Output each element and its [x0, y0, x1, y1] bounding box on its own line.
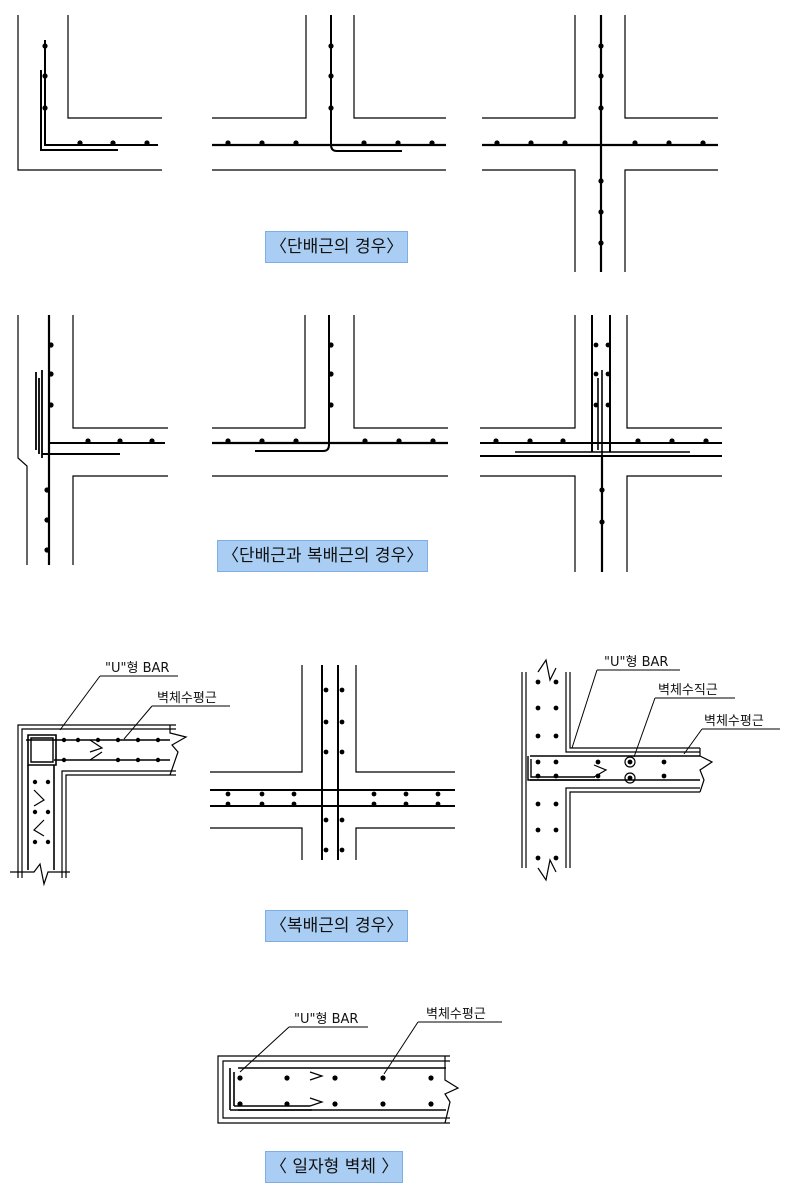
mixed-cross-rebar-dots — [493, 342, 709, 525]
double-corner-rebar-dots — [32, 737, 161, 845]
straight-wall-leaders — [239, 1021, 502, 1075]
single-tee-detail — [212, 15, 446, 171]
single-cross-rebar-dots — [494, 43, 706, 246]
mixed-tee-rebar-dots — [225, 342, 436, 444]
u-bar-label-corner: "U"형 BAR — [105, 661, 169, 676]
double-tee-detail — [521, 658, 714, 882]
u-bar-label-tee: "U"형 BAR — [604, 655, 668, 670]
double-cross-detail — [210, 665, 455, 860]
u-bar-label-straight: "U"형 BAR — [294, 1012, 358, 1027]
double-corner-leaders — [59, 675, 230, 740]
double-corner-detail — [10, 724, 188, 887]
single-tee-rebar-dots — [225, 43, 435, 146]
straight-wall-rebar-dots — [237, 1075, 434, 1107]
caption-single-and-double-reinforcement: 〈단배근과 복배근의 경우〉 — [217, 540, 429, 572]
double-tee-highlight-rings — [624, 756, 636, 784]
double-cross-rebar-dots — [225, 687, 441, 853]
straight-wall-detail — [217, 1055, 460, 1124]
wall-horizontal-label-corner: 벽체수평근 — [157, 691, 217, 706]
caption-single-reinforcement: 〈단배근의 경우〉 — [265, 231, 409, 263]
wall-vertical-label-tee: 벽체수직근 — [658, 683, 718, 698]
wall-horizontal-label-straight: 벽체수평근 — [426, 1007, 486, 1022]
mixed-corner-detail — [17, 315, 168, 565]
single-cross-detail — [482, 15, 718, 272]
double-tee-leaders — [571, 669, 780, 758]
wall-horizontal-label-tee: 벽체수평근 — [704, 714, 764, 729]
single-corner-rebar-dots — [42, 43, 150, 146]
mixed-tee-detail — [212, 315, 448, 477]
single-corner-detail — [17, 15, 162, 171]
mixed-corner-rebar-dots — [44, 342, 155, 553]
double-tee-rebar-dots — [535, 679, 667, 861]
caption-double-reinforcement: 〈복배근의 경우〉 — [265, 910, 409, 942]
caption-straight-wall: 〈 일자형 벽체 〉 — [265, 1151, 404, 1183]
mixed-cross-detail — [480, 315, 722, 572]
